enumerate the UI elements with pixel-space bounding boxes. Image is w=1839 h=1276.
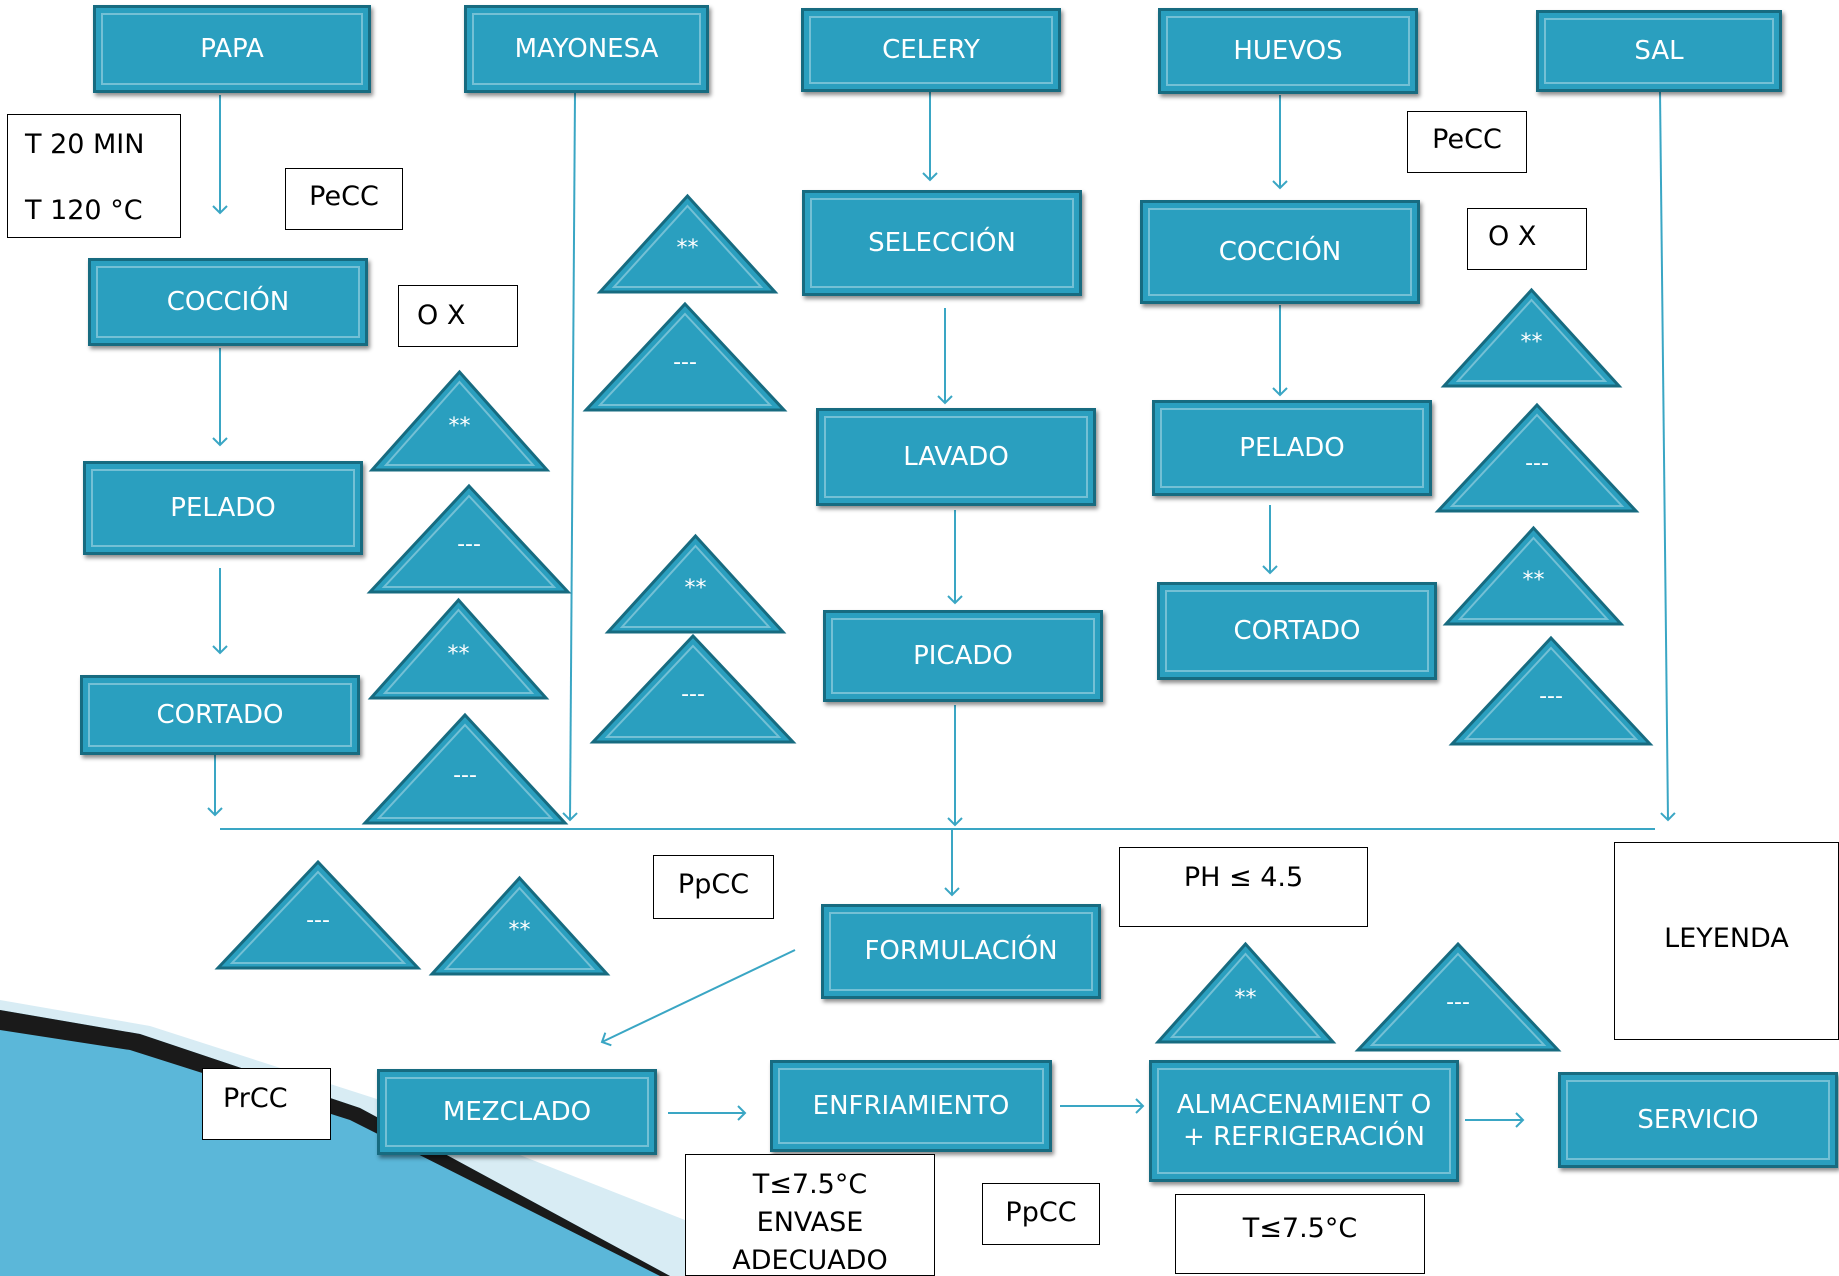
- hazard-symbol-label: **: [676, 236, 699, 261]
- step-papa-cortado: CORTADO: [80, 675, 360, 755]
- note-pecc-huevos-label: PeCC: [1432, 124, 1502, 155]
- ingredient-sal: SAL: [1536, 10, 1782, 92]
- hazard-symbol-label: ---: [1539, 684, 1563, 709]
- note-time-label: T 20 MIN: [25, 129, 145, 160]
- hazard-symbol-label: ---: [681, 682, 705, 707]
- step-papa-coccion: COCCIÓN: [88, 258, 368, 346]
- hazard-symbol-label: ---: [457, 532, 481, 557]
- step-celery-picado: PICADO: [823, 610, 1103, 702]
- note-ppcc-2-label: PpCC: [1005, 1197, 1077, 1228]
- step-celery-seleccion: SELECCIÓN: [802, 190, 1082, 296]
- hazard-triangle-biological: **: [368, 369, 551, 472]
- hazard-symbol-label: **: [508, 918, 531, 943]
- hazard-symbol-label: ---: [673, 350, 697, 375]
- note-ph: PH ≤ 4.5: [1119, 847, 1368, 927]
- hazard-triangle-physical: ---: [1434, 402, 1640, 513]
- arrow-mayonesa-merge: [562, 92, 578, 822]
- arrow-sal-merge: [1659, 91, 1676, 822]
- note-prcc: PrCC: [202, 1068, 331, 1140]
- step-mezclado: MEZCLADO: [377, 1069, 657, 1155]
- hazard-triangle-biological: **: [367, 597, 550, 700]
- hazard-triangle-physical: ---: [214, 859, 422, 970]
- note-temp-label: T 120 °C: [25, 195, 143, 226]
- note-ox-huevos-label: O X: [1488, 221, 1537, 252]
- hazard-triangle-physical: ---: [1354, 941, 1562, 1052]
- hazard-triangle-physical: ---: [361, 712, 569, 825]
- arrow-formulacion-mezclado: [600, 949, 796, 1047]
- step-huevos-coccion: COCCIÓN: [1140, 200, 1420, 304]
- note-enf-line2: ENVASE: [756, 1207, 864, 1238]
- note-enf-line1: T≤7.5°C: [752, 1169, 868, 1200]
- note-pecc-papa-label: PeCC: [309, 181, 379, 212]
- hazard-triangle-biological: **: [596, 193, 779, 294]
- ingredient-celery: CELERY: [801, 8, 1061, 92]
- note-ppcc-1: PpCC: [653, 855, 774, 919]
- step-enfriamiento: ENFRIAMIENTO: [770, 1060, 1052, 1152]
- note-prcc-label: PrCC: [223, 1083, 288, 1114]
- note-ph-label: PH ≤ 4.5: [1183, 862, 1304, 893]
- note-ox-papa: O X: [398, 285, 518, 347]
- legend-box: LEYENDA: [1614, 842, 1839, 1040]
- decorative-swoosh: [0, 1000, 700, 1276]
- note-ox-huevos: O X: [1467, 208, 1587, 270]
- hazard-symbol-label: **: [447, 642, 470, 667]
- ingredient-huevos: HUEVOS: [1158, 8, 1418, 94]
- ingredient-papa: PAPA: [93, 5, 371, 93]
- note-almac-label: T≤7.5°C: [1242, 1213, 1358, 1244]
- hazard-symbol-label: **: [1234, 986, 1257, 1011]
- step-servicio: SERVICIO: [1558, 1072, 1838, 1168]
- hazard-symbol-label: **: [448, 414, 471, 439]
- hazard-symbol-label: ---: [453, 763, 477, 788]
- hazard-symbol-label: **: [684, 576, 707, 601]
- hazard-triangle-physical: ---: [582, 301, 788, 412]
- note-pecc-papa: PeCC: [285, 168, 403, 230]
- hazard-symbol-label: ---: [1525, 451, 1549, 476]
- hazard-triangle-physical: ---: [1448, 635, 1654, 746]
- step-almacenamiento: ALMACENAMIENT O + REFRIGERACIÓN: [1149, 1060, 1459, 1182]
- hazard-symbol-label: **: [1522, 568, 1545, 593]
- hazard-symbol-label: **: [1520, 330, 1543, 355]
- step-huevos-pelado: PELADO: [1152, 400, 1432, 496]
- hazard-symbol-label: ---: [306, 908, 330, 933]
- hazard-triangle-biological: **: [428, 875, 611, 976]
- note-ppcc-1-label: PpCC: [677, 869, 750, 900]
- step-huevos-cortado: CORTADO: [1157, 582, 1437, 680]
- hazard-symbol-label: ---: [1446, 990, 1470, 1015]
- hazard-triangle-physical: ---: [589, 633, 797, 744]
- step-formulacion: FORMULACIÓN: [821, 904, 1101, 999]
- hazard-triangle-biological: **: [1442, 525, 1625, 626]
- ingredient-mayonesa: MAYONESA: [464, 5, 709, 93]
- note-ox-papa-label: O X: [417, 300, 466, 331]
- hazard-triangle-biological: **: [1440, 287, 1623, 388]
- step-papa-pelado: PELADO: [83, 461, 363, 555]
- note-time-temp: T 20 MIN T 120 °C: [7, 114, 181, 238]
- note-ppcc-2: PpCC: [982, 1183, 1100, 1245]
- note-enf-line3: ADECUADO: [732, 1245, 888, 1276]
- hazard-triangle-biological: **: [1154, 941, 1337, 1044]
- step-celery-lavado: LAVADO: [816, 408, 1096, 506]
- note-pecc-huevos: PeCC: [1407, 111, 1527, 173]
- note-almac-conditions: T≤7.5°C: [1175, 1194, 1425, 1274]
- hazard-triangle-biological: **: [604, 533, 787, 634]
- hazard-triangle-physical: ---: [366, 483, 572, 594]
- note-enfriamiento-conditions: T≤7.5°C ENVASE ADECUADO: [685, 1154, 935, 1276]
- legend-label: LEYENDA: [1664, 923, 1789, 954]
